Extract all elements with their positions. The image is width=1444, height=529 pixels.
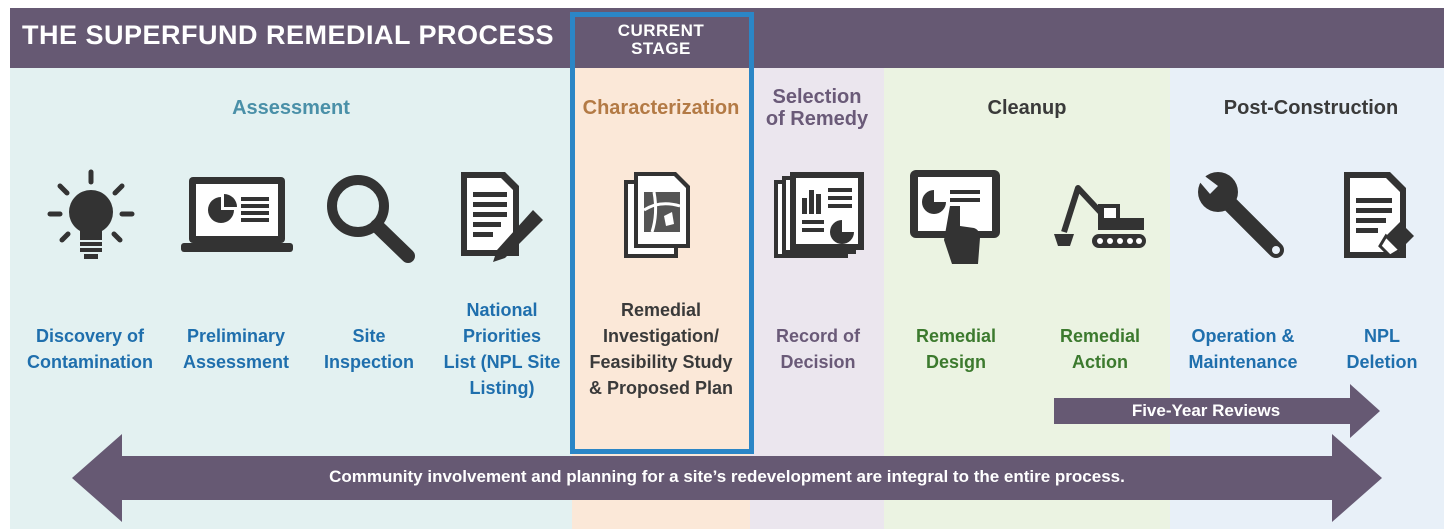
step-line: Preliminary (186, 326, 286, 346)
step-ri-fs: Remedial Investigation/ Feasibility Stud… (578, 297, 744, 401)
diagram-title: THE SUPERFUND REMEDIAL PROCESS (22, 20, 555, 50)
current-stage-highlight (570, 12, 754, 454)
header-bar (10, 8, 1444, 68)
lightbulb-icon (46, 168, 136, 264)
five-year-reviews-arrow (1054, 384, 1380, 438)
excavator-icon (1052, 182, 1148, 252)
step-operation-maintenance: Operation & Maintenance (1176, 323, 1310, 375)
phase-characterization: Characterization (582, 97, 740, 119)
step-line: Feasibility Study (589, 352, 733, 372)
step-line: Investigation/ (602, 326, 719, 346)
document-eraser-icon (1340, 170, 1420, 262)
step-line: Inspection (323, 352, 414, 372)
step-line: Design (925, 352, 986, 372)
step-line: Contamination (27, 352, 153, 372)
step-line: Record of (775, 326, 860, 346)
step-discovery: Discovery of Contamination (20, 323, 160, 375)
step-preliminary-assessment: Preliminary Assessment (172, 323, 300, 375)
step-record-of-decision: Record of Decision (756, 323, 880, 375)
step-line: Deletion (1346, 352, 1418, 372)
phase-cleanup: Cleanup (987, 97, 1067, 119)
report-icon (772, 170, 868, 262)
step-line: Decision (780, 352, 856, 372)
step-line: Assessment (182, 352, 290, 372)
step-remedial-action: Remedial Action (1042, 323, 1158, 375)
phase-assessment: Assessment (232, 97, 350, 119)
community-involvement-arrow (72, 434, 1382, 522)
step-line: List (NPL Site (443, 352, 561, 372)
selection-band (750, 68, 884, 529)
step-line: NPL (1364, 326, 1400, 346)
step-line: Remedial (620, 300, 702, 320)
community-involvement-label: Community involvement and planning for a… (329, 467, 1125, 486)
current-stage-line: CURRENT (617, 21, 705, 40)
phase-selection-line: Selection (772, 86, 862, 108)
current-stage-line: STAGE (631, 39, 691, 58)
step-line: Remedial (915, 326, 997, 346)
post-construction-band (1170, 68, 1444, 529)
step-line: Priorities (462, 326, 542, 346)
five-year-reviews-label: Five-Year Reviews (1131, 401, 1281, 420)
step-site-inspection: Site Inspection (314, 323, 424, 375)
step-line: Discovery of (35, 326, 145, 346)
phase-selection: Selection of Remedy (752, 86, 882, 130)
document-pen-icon (455, 170, 547, 266)
phase-selection-line: of Remedy (765, 108, 869, 130)
step-line: Operation & (1191, 326, 1295, 346)
tablet-hand-icon (908, 168, 1004, 266)
cleanup-band (884, 68, 1170, 529)
step-line: Remedial (1059, 326, 1141, 346)
phase-post-construction: Post-Construction (1223, 97, 1399, 119)
step-line: National (466, 300, 538, 320)
magnifier-icon (322, 172, 418, 264)
step-line: Action (1072, 352, 1128, 372)
step-line: Listing) (469, 378, 535, 398)
laptop-icon (181, 175, 293, 257)
step-remedial-design: Remedial Design (898, 323, 1014, 375)
step-line: & Proposed Plan (588, 378, 734, 398)
step-npl-deletion: NPL Deletion (1330, 323, 1434, 375)
step-npl-listing: National Priorities List (NPL Site Listi… (438, 297, 566, 401)
wrench-icon (1194, 168, 1292, 266)
map-documents-icon (620, 170, 694, 260)
step-line: Site (352, 326, 386, 346)
step-line: Maintenance (1188, 352, 1298, 372)
current-stage-label: CURRENT STAGE (578, 22, 744, 58)
